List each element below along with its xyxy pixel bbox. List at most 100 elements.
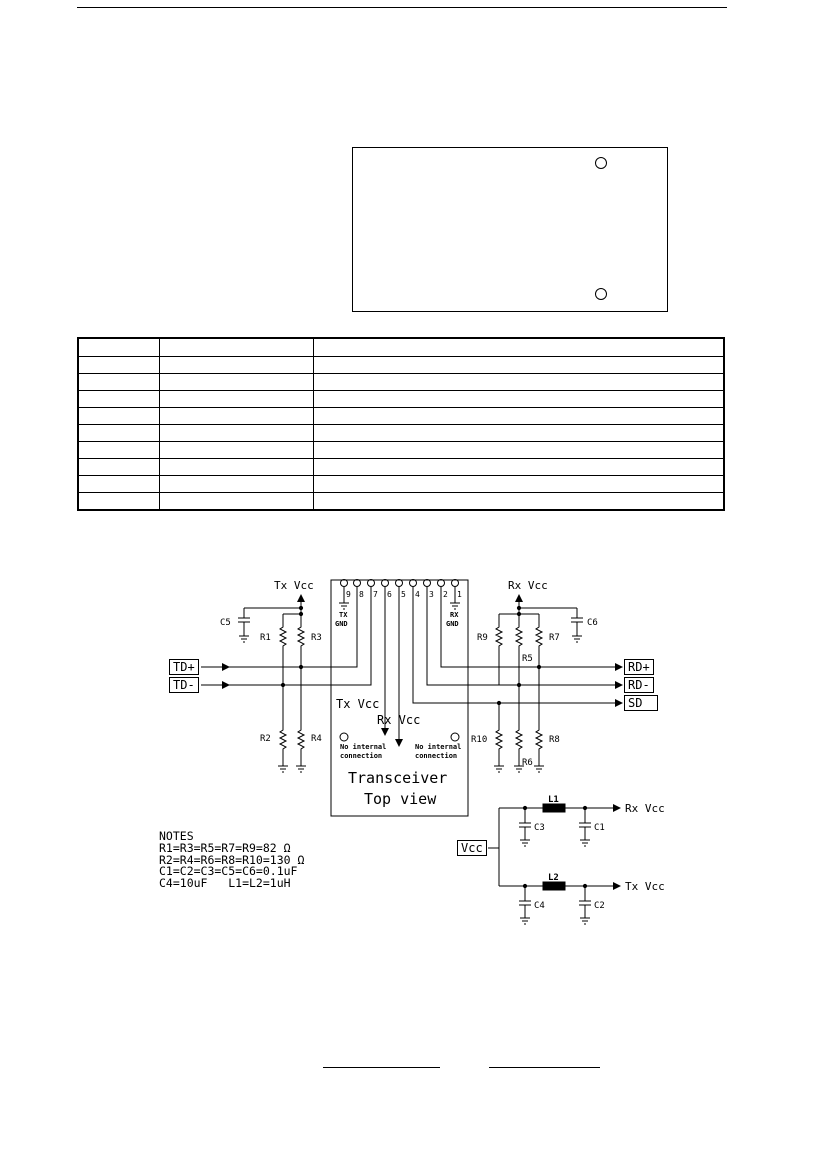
package-outline <box>352 147 668 312</box>
rx-gnd-label: RX <box>450 611 459 619</box>
table-row <box>78 373 724 391</box>
pin-number: 9 <box>346 590 351 599</box>
c4-capacitor <box>519 886 531 925</box>
tx-gnd-label: TX <box>339 611 348 619</box>
no-internal-label: No internal <box>415 743 461 751</box>
r8-label: R8 <box>549 735 560 745</box>
signature-line-left <box>323 1067 440 1068</box>
no-internal-label: No internal <box>340 743 386 751</box>
rd-minus-box: RD- <box>624 677 654 693</box>
r4-label: R4 <box>311 734 322 744</box>
notes-line: R2=R4=R6=R8=R10=130 Ω <box>159 852 305 867</box>
c2-capacitor <box>579 886 591 925</box>
table-row <box>78 475 724 493</box>
rx-vcc-label: Rx Vcc <box>508 579 548 592</box>
r9-label: R9 <box>477 633 488 643</box>
pin-description-table <box>77 337 725 511</box>
r2-resistor <box>278 685 288 773</box>
tx-vcc-label: Tx Vcc <box>274 579 314 592</box>
pin-number: 6 <box>387 590 392 599</box>
nc-hole-left <box>339 732 349 742</box>
l1-label: L1 <box>548 795 559 805</box>
sd-box: SD <box>624 695 658 711</box>
rx-gnd-symbol <box>450 587 460 610</box>
table-row <box>78 356 724 374</box>
filter-wiring <box>488 807 612 887</box>
signature-line-right <box>489 1067 600 1068</box>
r6-resistor <box>514 703 524 773</box>
top-rule <box>77 7 727 8</box>
application-circuit: 9 8 7 6 5 4 3 2 1 TX GND RX GND Tx Vcc R… <box>201 579 665 925</box>
table-row <box>78 458 724 476</box>
td-minus-box: TD- <box>169 677 199 693</box>
c1-capacitor <box>579 808 591 847</box>
module-subtitle: Top view <box>364 790 437 808</box>
r6-label: R6 <box>522 758 533 768</box>
td-plus-box: TD+ <box>169 659 199 675</box>
rx-gnd-label: GND <box>446 620 459 628</box>
rd-plus-wire <box>440 587 623 671</box>
sd-wire <box>412 587 623 707</box>
mounting-hole-bottom <box>595 288 607 300</box>
l2-inductor <box>542 881 566 891</box>
td-plus-wire <box>201 587 358 668</box>
c5-label: C5 <box>220 618 231 628</box>
c4-label: C4 <box>534 901 545 911</box>
inner-tx-vcc-label: Tx Vcc <box>336 697 379 711</box>
c3-label: C3 <box>534 823 545 833</box>
r8-resistor <box>534 667 544 773</box>
pin-number: 5 <box>401 590 406 599</box>
c6-label: C6 <box>587 618 598 628</box>
notes-line: C4=10uF L1=L2=1uH <box>159 876 291 891</box>
c6-capacitor <box>518 607 583 643</box>
tx-gnd-symbol <box>339 587 349 610</box>
vcc-box: Vcc <box>457 840 487 856</box>
td-minus-wire <box>201 587 372 686</box>
l1-inductor <box>542 803 566 813</box>
r5-label: R5 <box>522 654 533 664</box>
c2-label: C2 <box>594 901 605 911</box>
module-title: Transceiver <box>348 769 447 787</box>
rd-minus-wire <box>426 587 623 689</box>
table-header-row <box>78 338 724 357</box>
pin-number: 7 <box>373 590 378 599</box>
no-internal-label: connection <box>340 752 382 760</box>
c5-capacitor <box>238 607 302 643</box>
pin-number: 3 <box>429 590 434 599</box>
pin-row <box>340 579 459 587</box>
r2-label: R2 <box>260 734 271 744</box>
table-row <box>78 424 724 442</box>
r4-resistor <box>296 667 306 773</box>
table-row <box>78 492 724 510</box>
table-row <box>78 390 724 408</box>
pin-numbers: 9 8 7 6 5 4 3 2 1 <box>346 590 462 599</box>
pin-number: 8 <box>359 590 364 599</box>
filter-rx-vcc-label: Rx Vcc <box>625 802 665 815</box>
r9-r5-r7-resistors <box>494 613 544 703</box>
pin-number: 4 <box>415 590 420 599</box>
notes-line: R1=R3=R5=R7=R9=82 Ω <box>159 840 291 855</box>
r3-label: R3 <box>311 633 322 643</box>
r1-r3-resistors <box>278 613 306 685</box>
no-internal-label: connection <box>415 752 457 760</box>
l2-label: L2 <box>548 873 559 883</box>
nc-hole-right <box>450 732 460 742</box>
tx-gnd-label: GND <box>335 620 348 628</box>
c1-label: C1 <box>594 823 605 833</box>
r10-label: R10 <box>471 735 487 745</box>
r1-label: R1 <box>260 633 271 643</box>
pin-number: 2 <box>443 590 448 599</box>
mounting-hole-top <box>595 157 607 169</box>
r7-label: R7 <box>549 633 560 643</box>
table-row <box>78 441 724 459</box>
pin-number: 1 <box>457 590 462 599</box>
rd-plus-box: RD+ <box>624 659 654 675</box>
notes-title: NOTES <box>159 829 194 843</box>
inner-rx-vcc-label: Rx Vcc <box>377 713 420 727</box>
table-row <box>78 407 724 425</box>
c3-capacitor <box>519 808 531 847</box>
filter-tx-vcc-label: Tx Vcc <box>625 880 665 893</box>
notes-line: C1=C2=C3=C5=C6=0.1uF <box>159 864 298 879</box>
r10-resistor <box>494 703 504 773</box>
